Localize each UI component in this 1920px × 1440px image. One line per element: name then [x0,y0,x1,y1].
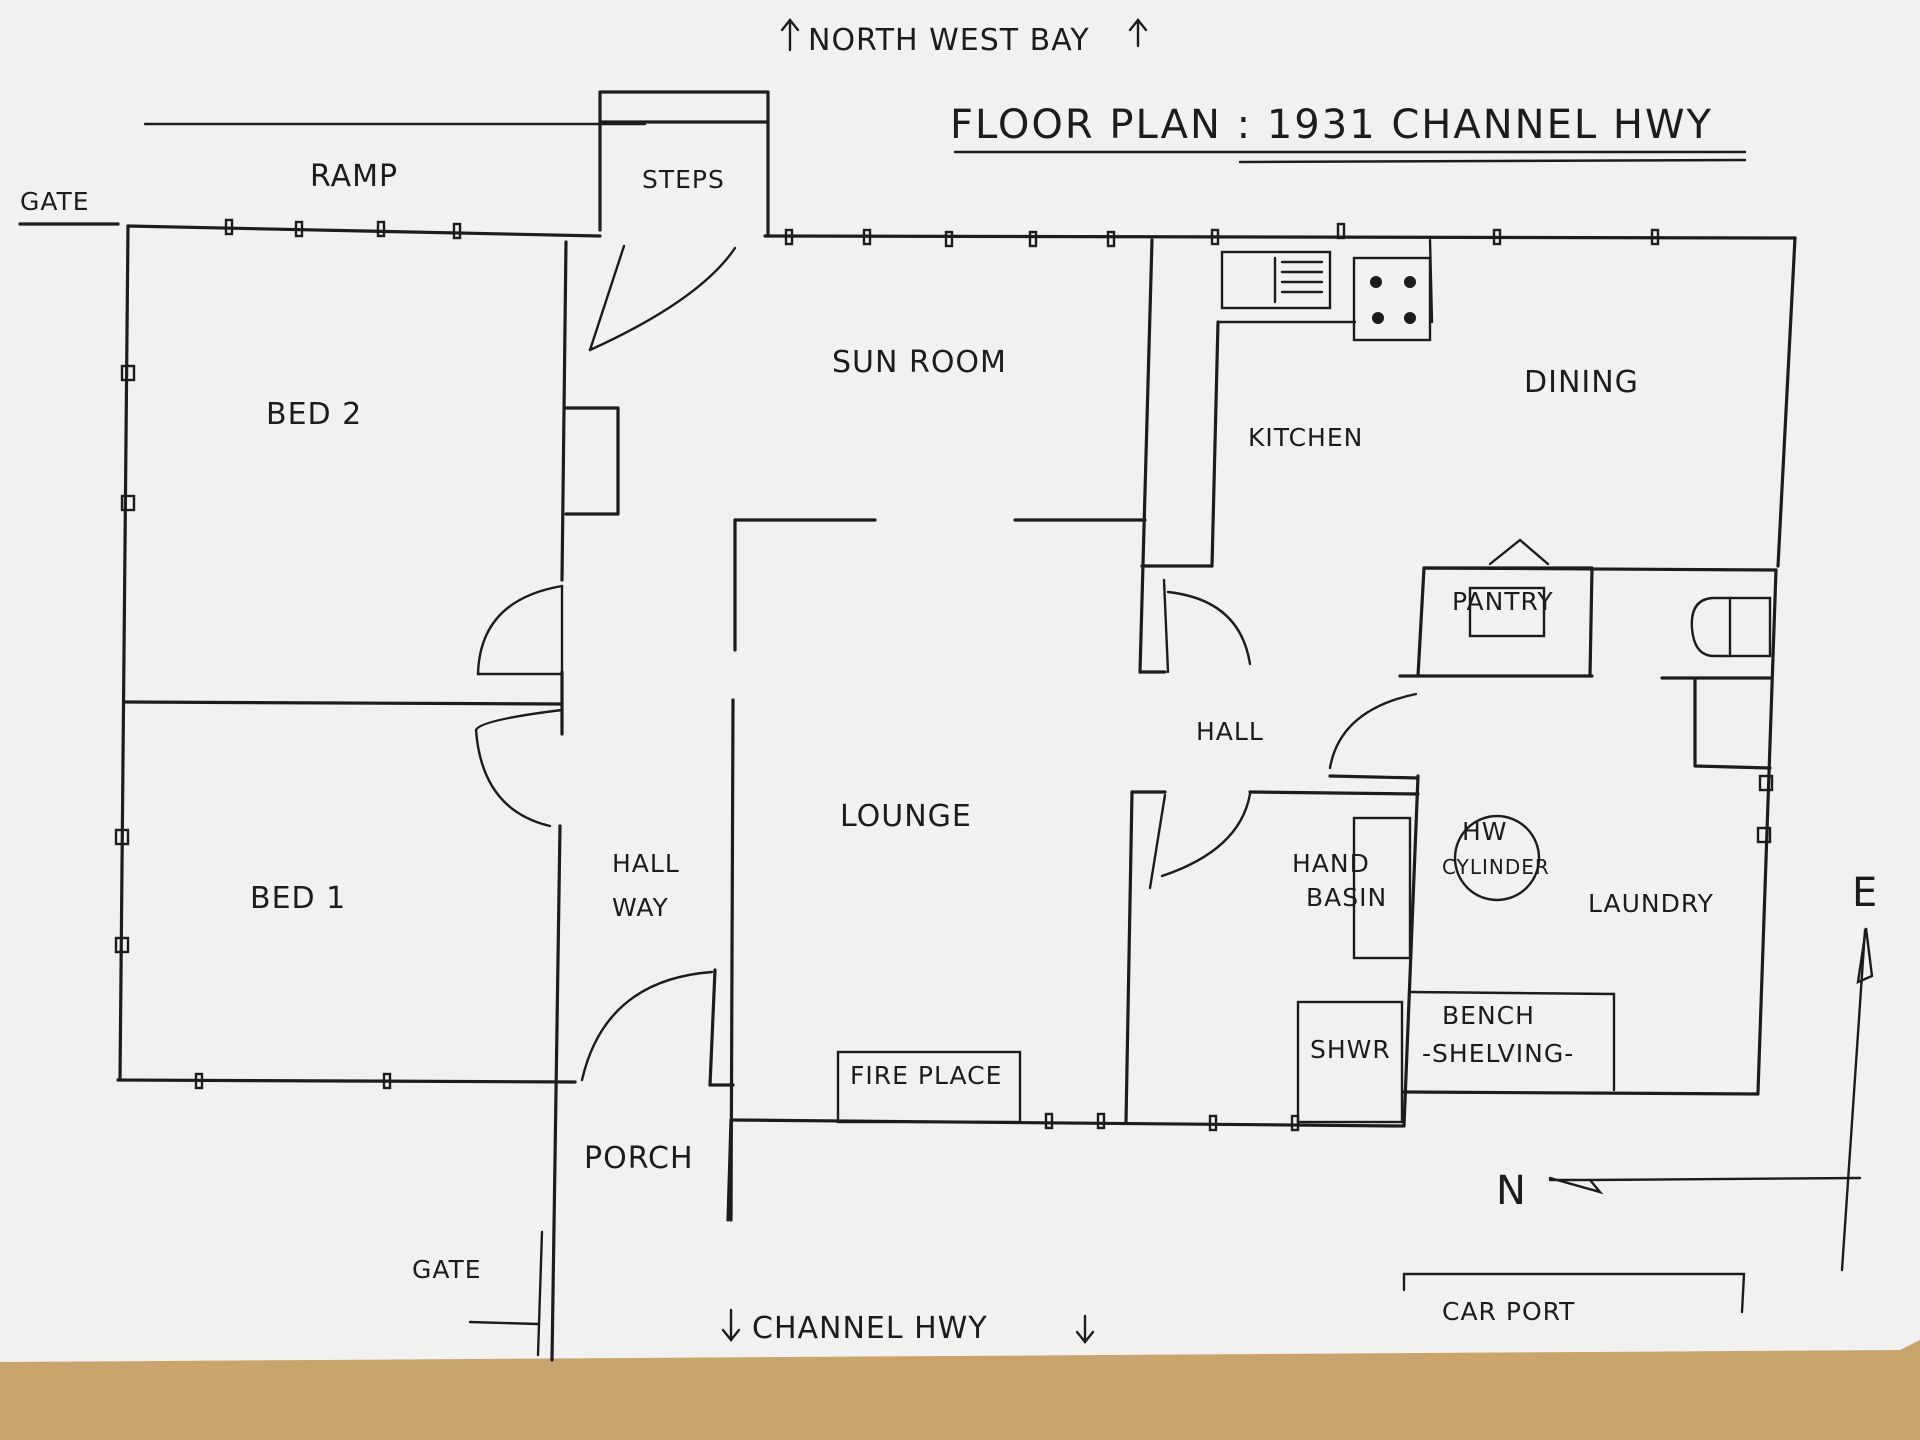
shower-label: SHWR [1310,1035,1391,1064]
hand-basin-label-2: BASIN [1306,883,1387,912]
hw-cylinder-label-2: CYLINDER [1442,855,1550,879]
paper-sheet [0,0,1920,1362]
direction-arrows [721,18,1148,1344]
pantry-label: PANTRY [1452,587,1554,616]
title-underline-2 [1238,158,1747,164]
shelving-label: -SHELVING- [1422,1039,1574,1068]
hallway-label-2: WAY [612,893,669,922]
bed-1-label: BED 1 [250,881,346,916]
stove [1352,256,1432,342]
labels: NORTH WEST BAY FLOOR PLAN : 1931 CHANNEL… [20,23,1879,1346]
hand-basin-label-1: HAND [1292,849,1370,878]
hallway-label-1: HALL [612,849,680,878]
bench-label: BENCH [1442,1001,1535,1030]
doors [474,244,1418,1082]
north-west-bay-label: NORTH WEST BAY [808,23,1090,58]
channel-hwy-label: CHANNEL HWY [752,1311,988,1346]
pantry-shelf [1468,586,1546,638]
windows [114,218,1774,1132]
shower [1296,1000,1404,1124]
compass-rose [1548,927,1874,1272]
gate-top-label: GATE [20,187,90,216]
bed-2-label: BED 2 [266,397,362,432]
porch-label: PORCH [584,1141,694,1176]
compass-east-label: E [1852,870,1879,916]
dining-label: DINING [1524,365,1639,400]
compass-north-label: N [1496,1168,1528,1214]
kitchen-label: KITCHEN [1248,423,1363,452]
hw-cylinder-label-1: HW [1462,817,1508,846]
car-port-outline [1402,1272,1746,1314]
lounge-label: LOUNGE [840,799,972,834]
hw-cylinder [1453,814,1541,902]
fixtures [468,238,1772,1357]
toilet-cistern [1728,596,1772,658]
car-port-label: CAR PORT [1442,1297,1575,1326]
fireplace [836,1050,1022,1124]
sun-room-label: SUN ROOM [832,345,1007,380]
ramp-label: RAMP [310,159,398,194]
kitchen-sink [1220,250,1332,310]
walls [18,90,1797,1362]
fireplace-label: FIRE PLACE [850,1061,1002,1090]
hall-label: HALL [1196,717,1264,746]
hand-basin [1352,816,1412,960]
page-title: FLOOR PLAN : 1931 CHANNEL HWY [950,102,1713,148]
laundry-label: LAUNDRY [1588,889,1714,918]
gate-bottom-label: GATE [412,1255,482,1284]
steps-label: STEPS [642,165,725,194]
